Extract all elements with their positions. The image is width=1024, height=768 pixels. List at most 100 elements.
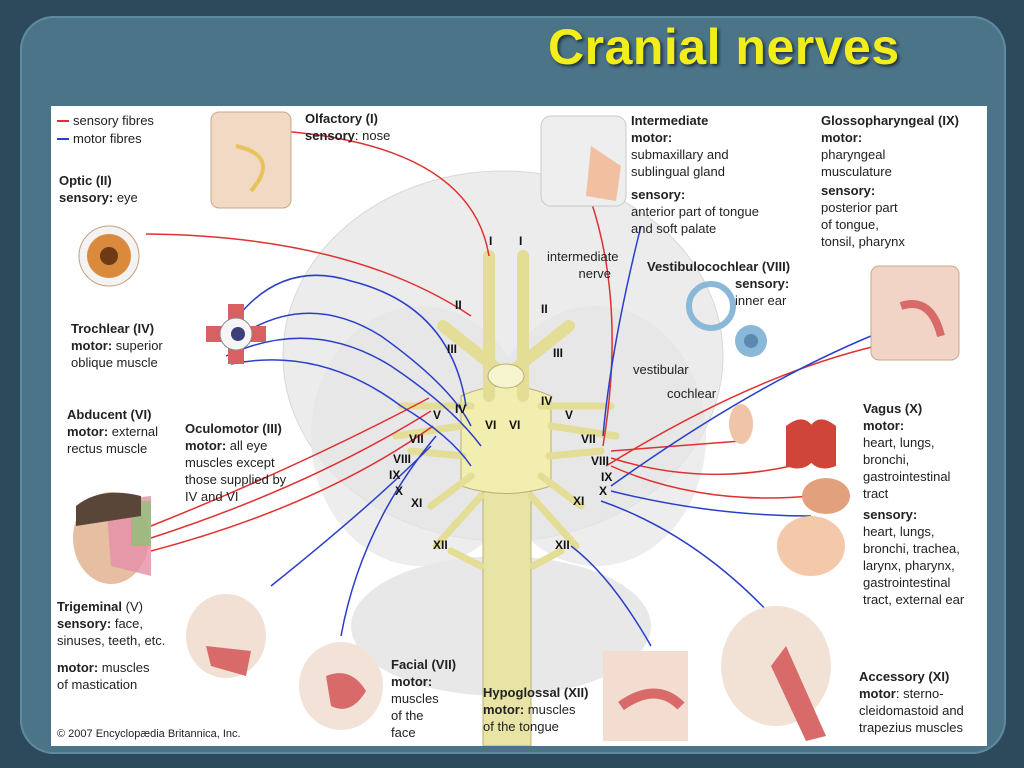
eye-illustration — [78, 225, 140, 287]
vagus-motor-detail-4: tract — [863, 486, 889, 501]
intermediate-fibre — [590, 200, 613, 447]
intermediate-sensory-type: sensory: — [631, 187, 686, 202]
vagus-sensory-detail-3: larynx, pharynx, — [863, 558, 955, 573]
organs-illustration — [729, 404, 850, 576]
trigeminal-motor-type: motor: — [57, 660, 99, 675]
legend-sensory: sensory fibres — [57, 112, 154, 130]
glossopharyngeal-fibre — [605, 345, 877, 467]
slide-title: Cranial nerves — [548, 19, 900, 75]
trigeminal-fibre-1 — [150, 410, 432, 539]
legend-motor: motor fibres — [57, 130, 154, 148]
hypoglossal-label: Hypoglossal (XII) motor: muscles of the … — [483, 684, 588, 735]
glossopharyngeal-sensory-detail-3: tonsil, pharynx — [821, 234, 905, 249]
vagus-fibre-1 — [610, 457, 792, 476]
oculomotor-detail-1: all eye — [229, 438, 268, 453]
oculomotor-detail-2: muscles except — [185, 455, 275, 470]
numeral-iii-right: III — [553, 346, 564, 360]
abducent-fibre — [230, 359, 472, 467]
facial-detail-1: muscles — [391, 691, 439, 706]
trigeminal-label: Trigeminal (V) sensory: face, sinuses, t… — [57, 598, 165, 693]
glossopharyngeal-sensory-detail-1: posterior part — [821, 200, 898, 215]
trigeminal-sensory-detail-1: face, — [114, 616, 144, 631]
tongue-illustration — [603, 651, 688, 741]
glossopharyngeal-motor-fibre — [610, 335, 872, 487]
skull-illustration — [540, 115, 627, 207]
vagus-motor-detail-2: bronchi, — [863, 452, 910, 467]
facial-type: motor: — [391, 674, 433, 689]
hypoglossal-fibre — [570, 545, 652, 647]
vagus-name: Vagus (X) — [863, 401, 923, 416]
numeral-ix-right: IX — [601, 470, 613, 484]
numeral-vii-left: VII — [409, 432, 424, 446]
accessory-label: Accessory (XI) motor: sterno- cleidomast… — [859, 668, 964, 736]
pituitary — [487, 363, 525, 389]
intermediate-name: Intermediate — [631, 113, 709, 128]
numeral-ii-left: II — [455, 298, 462, 312]
numeral-x-right: X — [599, 484, 608, 498]
legend-motor-label: motor fibres — [73, 131, 142, 146]
throat-illustration — [870, 265, 960, 361]
vestibulocochlear-fibre — [610, 440, 742, 452]
trochlear-fibre — [225, 337, 482, 447]
brainstem — [460, 385, 552, 494]
numeral-vii-right: VII — [581, 432, 596, 446]
glossopharyngeal-sensory-type: sensory: — [821, 183, 876, 198]
numeral-i-right: I — [519, 234, 523, 248]
abducent-name: Abducent (VI) — [67, 407, 152, 422]
numeral-viii-right: VIII — [591, 454, 610, 468]
intermediate-label: Intermediate motor: submaxillary and sub… — [631, 112, 759, 237]
oculomotor-fibre-2 — [225, 312, 472, 427]
motor-fibres — [220, 225, 872, 647]
trigeminal-fibre-2 — [150, 425, 434, 552]
numeral-xi-left: XI — [411, 496, 423, 510]
oculomotor-name: Oculomotor (III) — [185, 421, 282, 436]
vestibular-label: vestibular — [633, 362, 689, 377]
vestibulocochlear-sensory-type: sensory: — [735, 276, 790, 291]
oculomotor-detail-4: IV and VI — [185, 489, 239, 504]
accessory-detail-3: trapezius muscles — [859, 720, 964, 735]
trigeminal-sensory-detail-2: sinuses, teeth, etc. — [57, 633, 166, 648]
olfactory-label: Olfactory (I) sensory: nose — [305, 111, 391, 143]
numeral-xii-right: XII — [555, 538, 570, 552]
numeral-x-left: X — [395, 484, 404, 498]
trigeminal-motor-detail-2: of mastication — [57, 677, 138, 692]
hypoglossal-name: Hypoglossal (XII) — [483, 685, 589, 700]
eye-muscles-illustration — [206, 304, 266, 364]
hypoglossal-detail-2: of the tongue — [483, 719, 559, 734]
sensory-swatch — [57, 120, 69, 122]
copyright-notice: © 2007 Encyclopædia Britannica, Inc. — [57, 728, 241, 740]
trigeminal-fibre-3 — [150, 397, 430, 527]
nose-illustration — [210, 111, 292, 209]
trochlear-name: Trochlear (IV) — [71, 321, 155, 336]
optic-fibre — [145, 233, 472, 317]
facial-detail-2: of the — [391, 708, 424, 723]
trochlear-detail-2: oblique muscle — [71, 355, 158, 370]
inner-ear-illustration — [686, 281, 767, 357]
vagus-sensory-detail-1: heart, lungs, — [863, 524, 935, 539]
olfactory-fibre — [280, 130, 490, 257]
motor-swatch — [57, 138, 69, 140]
jaw-illustration — [186, 594, 266, 678]
olfactory-detail: nose — [362, 128, 391, 143]
vagus-sensory-detail-2: bronchi, trachea, — [863, 541, 960, 556]
olfactory-name: Olfactory (I) — [305, 111, 378, 126]
accessory-name: Accessory (XI) — [859, 669, 950, 684]
intermediate-motor-detail-1: submaxillary and — [631, 147, 729, 162]
vagus-sensory-type: sensory: — [863, 507, 918, 522]
hypoglossal-detail-1: muscles — [527, 702, 576, 717]
vagus-motor-detail-1: heart, lungs, — [863, 435, 935, 450]
abducent-type: motor: — [67, 424, 109, 439]
optic-type: sensory: — [59, 190, 114, 205]
glossopharyngeal-label: Glossopharyngeal (IX) motor: pharyngeal … — [821, 112, 959, 250]
numeral-xi-right: XI — [573, 494, 585, 508]
abducent-detail-2: rectus muscle — [67, 441, 148, 456]
vestibulocochlear-label: Vestibulocochlear (VIII) sensory: inner … — [647, 258, 790, 309]
oculomotor-label: Oculomotor (III) motor: all eye muscles … — [185, 420, 286, 505]
cranial-nerves-diagram: sensory fibres motor fibres Olfactory (I… — [51, 106, 987, 746]
abducent-detail-1: external — [111, 424, 159, 439]
vagus-motor-fibre — [610, 490, 812, 517]
accessory-fibre — [600, 500, 782, 627]
legend-sensory-label: sensory fibres — [73, 113, 154, 128]
glossopharyngeal-sensory-detail-2: of tongue, — [821, 217, 879, 232]
facial-detail-3: face — [391, 725, 416, 740]
